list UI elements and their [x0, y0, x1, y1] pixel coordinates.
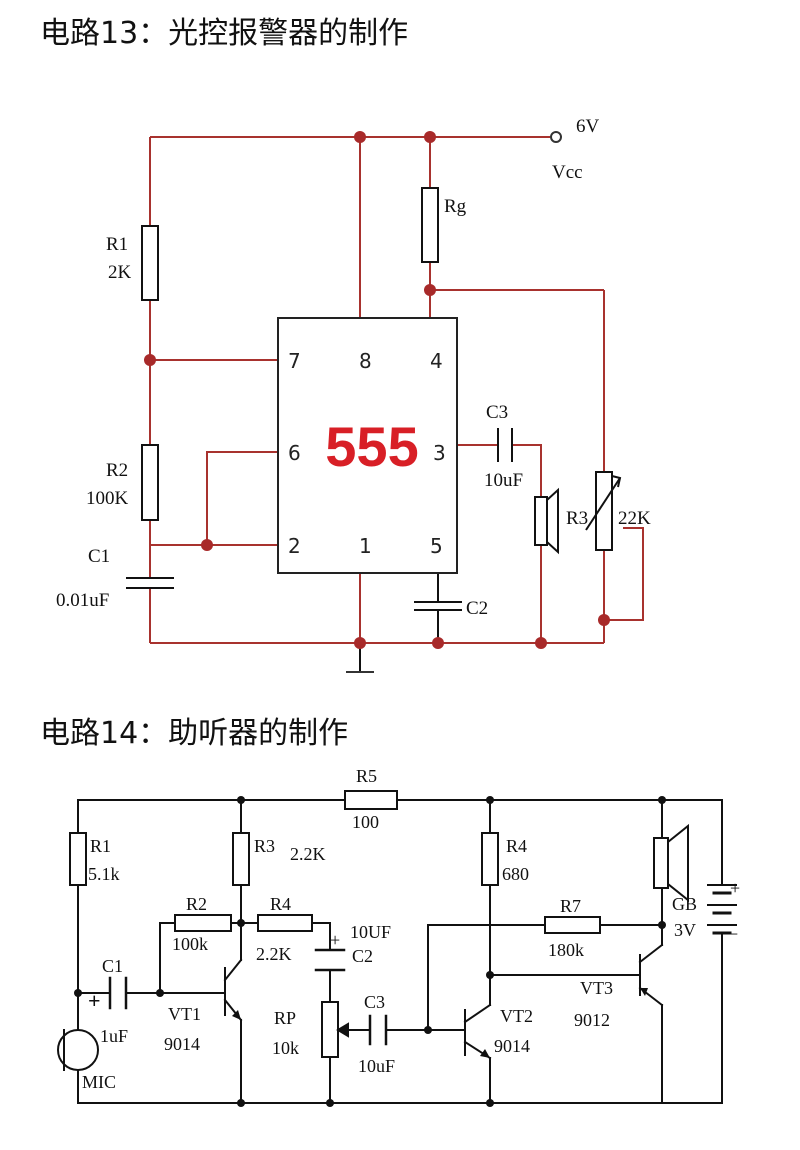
c1-value: 1uF	[100, 1026, 128, 1046]
rp-potentiometer	[321, 1001, 339, 1058]
r3-value: 22K	[618, 508, 651, 529]
battery-minus: −	[728, 924, 738, 944]
r3-name: R3	[566, 508, 588, 529]
r1-resistor	[69, 832, 87, 886]
r5-resistor	[344, 790, 398, 810]
battery-icon	[707, 884, 737, 941]
c3-capacitor	[497, 428, 513, 462]
gb-value: 3V	[674, 920, 696, 940]
circuit14-junctions	[74, 796, 666, 1107]
r4-680-name: R4	[506, 836, 527, 856]
transistor-arrows	[232, 988, 648, 1058]
circuit13-resistors	[141, 187, 613, 551]
circuit13-labels: 6V Vcc R1 2K R2 100K C1 0.01uF Rg C3 10u…	[56, 116, 651, 619]
battery-plus: +	[730, 878, 740, 898]
c3-value: 10uF	[484, 470, 523, 491]
pin-2: 2	[288, 534, 301, 558]
r2-resistor	[174, 914, 232, 932]
c2-name: C2	[352, 946, 373, 966]
vt2-value: 9014	[494, 1036, 530, 1056]
circuit13-title: 电路13：光控报警器的制作	[40, 16, 409, 51]
pin-3: 3	[433, 441, 446, 465]
circuit13-junctions	[144, 131, 610, 649]
r4-resistor	[257, 914, 313, 932]
c2-name: C2	[466, 598, 488, 619]
pin-7: 7	[288, 349, 301, 373]
circuit14-labels: R5 100 R1 5.1k R3 2.2K R2 100k R4 2.2K 1…	[82, 766, 740, 1092]
c2-plus: +	[330, 930, 340, 950]
chip-label: 555	[325, 415, 418, 478]
pin-5: 5	[430, 534, 443, 558]
r4-name: R4	[270, 894, 291, 914]
r3-resistor	[232, 832, 250, 886]
chip-555-body	[277, 317, 458, 574]
circuit14-resistors	[69, 790, 601, 1058]
r3-resistor	[595, 471, 613, 551]
gb-name: GB	[672, 894, 697, 914]
circuit14-diagram: R5 100 R1 5.1k R3 2.2K R2 100k R4 2.2K 1…	[57, 766, 740, 1107]
pin-1: 1	[359, 534, 372, 558]
speaker-icon	[653, 823, 689, 903]
vt1-name: VT1	[168, 1004, 201, 1024]
circuit13-wires	[149, 136, 644, 644]
r2-name: R2	[186, 894, 207, 914]
r3-value: 2.2K	[290, 844, 326, 864]
speaker-icon	[534, 487, 559, 555]
r4-value: 2.2K	[256, 944, 292, 964]
rg-resistor	[421, 187, 439, 263]
c1-capacitor	[126, 577, 174, 589]
r2-value: 100K	[86, 488, 129, 509]
c1-name: C1	[102, 956, 123, 976]
chip-pins: 7 8 4 6 3 2 1 5	[288, 349, 446, 558]
c1-value: 0.01uF	[56, 590, 109, 611]
vt3-name: VT3	[580, 978, 613, 998]
r1-resistor	[141, 225, 159, 301]
rp-wiper-arrow	[336, 1022, 349, 1038]
r5-name: R5	[356, 766, 377, 786]
vcc-label: Vcc	[552, 162, 583, 183]
c3-value: 10uF	[358, 1056, 395, 1076]
pin-4: 4	[430, 349, 443, 373]
r3-name: R3	[254, 836, 275, 856]
vt2-name: VT2	[500, 1006, 533, 1026]
vt3-value: 9012	[574, 1010, 610, 1030]
c3-name: C3	[486, 402, 508, 423]
circuit14-title: 电路14：助听器的制作	[40, 716, 349, 751]
r4-680-value: 680	[502, 864, 529, 884]
r5-value: 100	[352, 812, 379, 832]
r7-resistor	[544, 916, 601, 934]
r3-adjust-arrow	[585, 475, 622, 531]
r2-name: R2	[106, 460, 128, 481]
vcc-terminal	[550, 131, 562, 143]
mic-label: MIC	[82, 1072, 116, 1092]
vcc-value: 6V	[576, 116, 600, 137]
rg-name: Rg	[444, 196, 467, 217]
circuit14-wires	[77, 799, 723, 1104]
c1-name: C1	[88, 546, 110, 567]
c1-plus: +	[88, 988, 101, 1013]
r7-name: R7	[560, 896, 581, 916]
circuit13-diagram: 555 7 8 4 6 3 2 1 5 6V Vcc R1 2K R2 100K…	[56, 116, 651, 673]
pin-8: 8	[359, 349, 372, 373]
c2-value: 10UF	[350, 922, 391, 942]
r2-resistor	[141, 444, 159, 521]
c3-name: C3	[364, 992, 385, 1012]
r1-value: 5.1k	[88, 864, 120, 884]
r2-value: 100k	[172, 934, 208, 954]
rp-value: 10k	[272, 1038, 299, 1058]
r1-name: R1	[106, 234, 128, 255]
r1-name: R1	[90, 836, 111, 856]
circuit13-black-wires	[359, 572, 462, 672]
vt1-value: 9014	[164, 1034, 200, 1054]
r1-value: 2K	[108, 262, 132, 283]
rp-name: RP	[274, 1008, 296, 1028]
r4-680-resistor	[481, 832, 499, 886]
r7-value: 180k	[548, 940, 584, 960]
pin-6: 6	[288, 441, 301, 465]
microphone-icon	[57, 1029, 99, 1071]
circuit14-capacitors	[108, 948, 388, 1046]
